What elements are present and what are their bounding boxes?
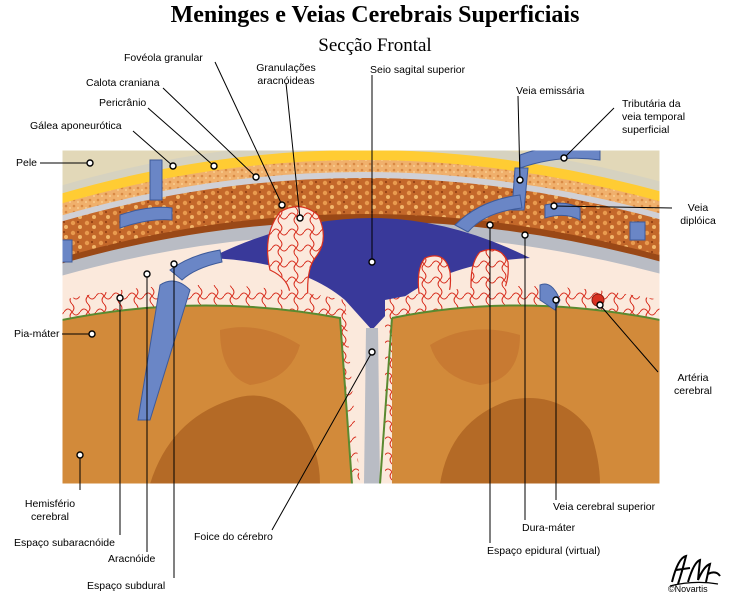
netter-signature-logo	[669, 554, 721, 587]
label-foice-do-cerebro: Foice do cérebro	[194, 531, 273, 543]
label-foveola-granular: Fovéola granular	[124, 52, 203, 64]
label-arteria-cerebral: Artéria cerebral	[674, 372, 712, 397]
label-galea-aponeurotica: Gálea aponeurótica	[30, 120, 122, 132]
label-espaco-subdural: Espaço subdural	[87, 580, 166, 592]
label-tributaria-veia-temporal: Tributária da veia temporal superficial	[622, 98, 686, 136]
label-granulacoes-aracnoideas: Granulações aracnóideas	[256, 62, 316, 87]
label-seio-sagital-superior: Seio sagital superior	[370, 64, 466, 76]
label-veia-emissaria: Veia emissária	[516, 85, 585, 97]
label-veia-cerebral-superior: Veia cerebral superior	[553, 501, 656, 513]
label-hemisferio-cerebral: Hemisfério cerebral	[24, 498, 76, 523]
label-pericranio: Pericrânio	[99, 97, 147, 109]
label-calota-craniana: Calota craniana	[86, 77, 160, 89]
label-dura-mater: Dura-máter	[522, 522, 576, 534]
label-espaco-subaracnoide: Espaço subaracnóide	[14, 537, 115, 549]
label-espaco-epidural: Espaço epidural (virtual)	[487, 545, 601, 557]
figure-subtitle: Secção Frontal	[318, 35, 432, 56]
label-veia-diploica: Veia diplóica	[680, 202, 716, 227]
label-pia-mater: Pia-máter	[14, 328, 60, 340]
novartis-credit: ©Novartis	[668, 584, 708, 594]
figure-title: Meninges e Veias Cerebrais Superficiais	[170, 2, 580, 28]
label-aracnoide: Aracnóide	[108, 553, 156, 565]
label-pele: Pele	[16, 157, 38, 169]
